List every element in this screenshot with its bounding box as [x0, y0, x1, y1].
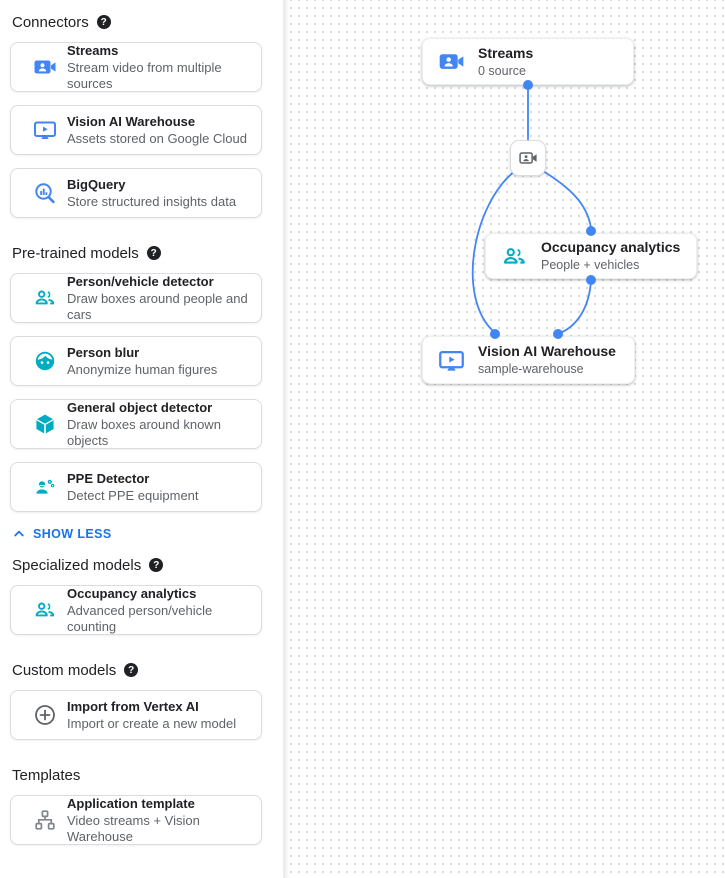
help-icon[interactable] [96, 15, 111, 29]
add-circle-icon [33, 703, 57, 727]
flow-node-vision-ai-warehouse[interactable]: Vision AI Warehouse sample-warehouse [422, 336, 635, 384]
node-subtitle: sample-warehouse [478, 362, 584, 376]
palette-card-person-blur[interactable]: Person blur Anonymize human figures [10, 336, 262, 386]
card-title: Occupancy analytics [67, 585, 197, 601]
card-desc: Stream video from multiple sources [67, 59, 222, 91]
card-title: Streams [67, 42, 119, 58]
help-icon[interactable] [146, 246, 161, 260]
card-desc: Draw boxes around people and cars [67, 290, 248, 322]
section-heading-specialized-models: Specialized models [12, 556, 283, 574]
people-icon [33, 286, 57, 310]
connection-ports [490, 80, 596, 339]
node-title: Occupancy analytics [541, 239, 681, 255]
palette-card-ppe-detector[interactable]: PPE Detector Detect PPE equipment [10, 462, 262, 512]
node-subtitle: 0 source [478, 63, 526, 78]
palette-card-streams[interactable]: Streams Stream video from multiple sourc… [10, 42, 262, 92]
card-desc: Import or create a new model [67, 715, 237, 731]
palette-card-person-vehicle-detector[interactable]: Person/vehicle detector Draw boxes aroun… [10, 273, 262, 323]
palette-card-occupancy-analytics[interactable]: Occupancy analytics Advanced person/vehi… [10, 585, 262, 635]
card-desc: Anonymize human figures [67, 361, 218, 377]
smart-display-icon [437, 346, 465, 374]
flow-node-streams[interactable]: Streams 0 source [422, 38, 634, 85]
node-subtitle: People + vehicles [541, 258, 640, 272]
card-title: General object detector [67, 399, 213, 415]
card-title: Application template [67, 795, 195, 811]
node-title: Vision AI Warehouse [478, 343, 616, 359]
palette-card-general-object-detector[interactable]: General object detector Draw boxes aroun… [10, 399, 262, 449]
chevron-up-icon [12, 527, 26, 541]
palette-card-bigquery[interactable]: BigQuery Store structured insights data [10, 168, 262, 218]
section-heading-connectors: Connectors [12, 13, 283, 31]
palette-card-application-template[interactable]: Application template Video streams + Vis… [10, 795, 262, 845]
card-title: BigQuery [67, 176, 126, 192]
card-title: Person/vehicle detector [67, 273, 214, 289]
section-heading-templates: Templates [12, 766, 283, 784]
cube-icon [33, 412, 57, 436]
section-heading-pretrained-models: Pre-trained models [12, 244, 283, 262]
edge-connector-lines [471, 85, 592, 334]
ppe-icon [33, 475, 57, 499]
section-heading-custom-models: Custom models [12, 661, 283, 679]
node-title: Streams [478, 44, 534, 61]
card-desc: Store structured insights data [67, 193, 237, 209]
section-heading-label: Templates [12, 766, 81, 784]
card-title: Import from Vertex AI [67, 698, 199, 714]
card-desc: Assets stored on Google Cloud [67, 130, 247, 146]
edge-occupancy-to-warehouse [559, 280, 592, 334]
section-heading-label: Specialized models [12, 556, 142, 574]
card-desc: Detect PPE equipment [67, 487, 199, 503]
card-title: Person blur [67, 344, 140, 360]
section-heading-label: Custom models [12, 661, 117, 679]
palette-card-import-vertex-ai[interactable]: Import from Vertex AI Import or create a… [10, 690, 262, 740]
app-template-icon [33, 808, 57, 832]
edge-mini-to-occupancy [542, 170, 592, 229]
smart-display-icon [33, 118, 57, 142]
section-heading-label: Connectors [12, 13, 89, 31]
mini-node-stream-source[interactable] [510, 140, 546, 176]
flow-canvas[interactable]: Streams 0 source [283, 0, 725, 878]
video-camera-front-icon [437, 48, 465, 76]
flow-node-occupancy-analytics[interactable]: Occupancy analytics People + vehicles [485, 233, 697, 279]
help-icon[interactable] [124, 663, 139, 677]
card-title: PPE Detector [67, 470, 150, 486]
show-less-label: SHOW LESS [33, 527, 112, 541]
video-camera-front-icon [33, 55, 57, 79]
card-title: Vision AI Warehouse [67, 113, 196, 129]
card-desc: Advanced person/vehicle counting [67, 602, 213, 634]
people-icon [33, 598, 57, 622]
video-camera-front-icon [518, 148, 538, 168]
bigquery-icon [33, 181, 57, 205]
component-palette-sidebar: Connectors Streams Stream video from mul… [0, 0, 283, 878]
face-icon [33, 349, 57, 373]
help-icon[interactable] [149, 558, 164, 572]
palette-card-vision-ai-warehouse[interactable]: Vision AI Warehouse Assets stored on Goo… [10, 105, 262, 155]
section-heading-label: Pre-trained models [12, 244, 139, 262]
show-less-toggle[interactable]: SHOW LESS [12, 525, 283, 543]
card-desc: Video streams + Vision Warehouse [67, 812, 200, 844]
people-icon [500, 242, 528, 270]
card-desc: Draw boxes around known objects [67, 416, 221, 448]
